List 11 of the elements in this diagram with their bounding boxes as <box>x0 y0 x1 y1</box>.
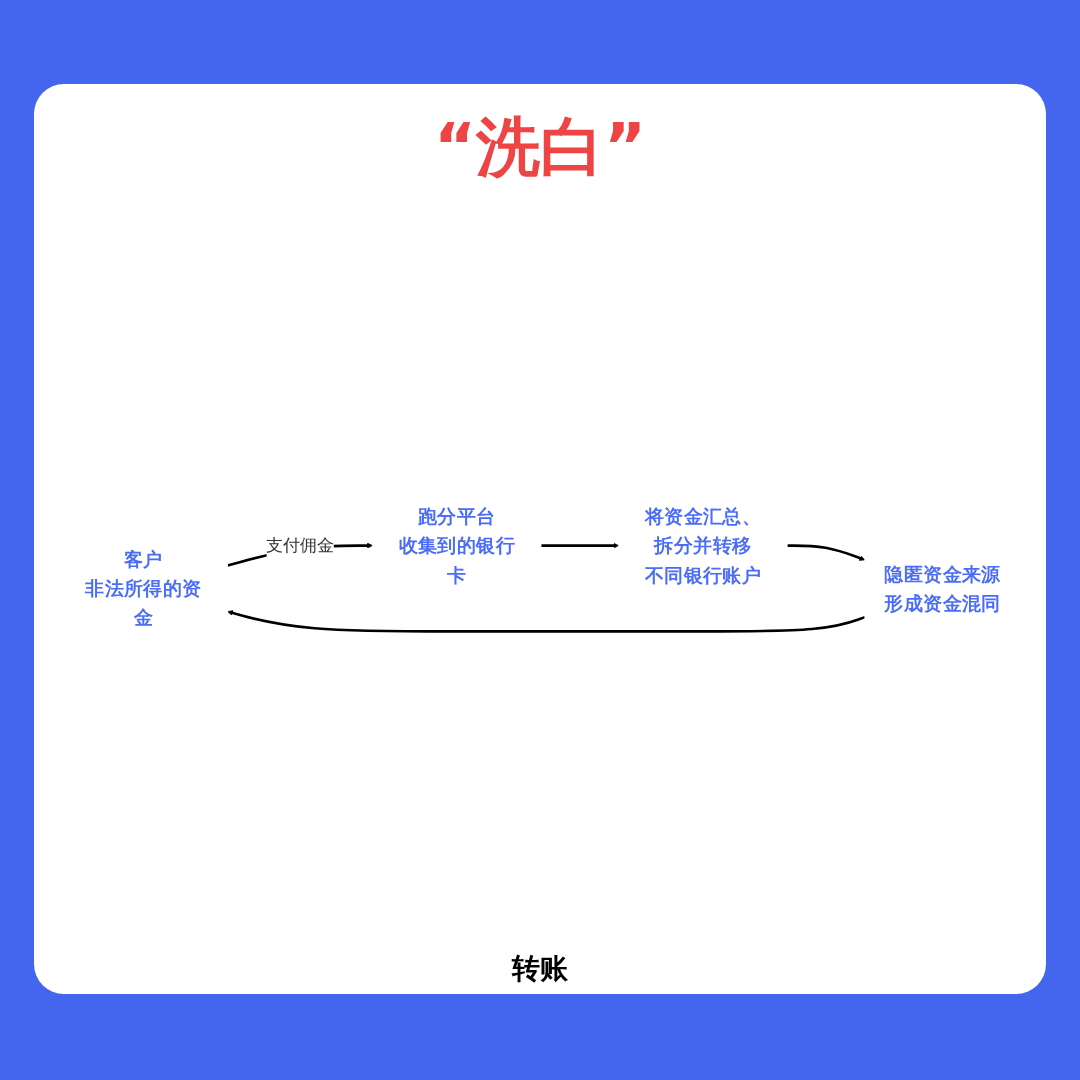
node-text: 隐匿资金来源 形成资金混同 <box>884 563 1002 615</box>
arrow <box>227 610 866 634</box>
arrow <box>787 544 866 562</box>
note-label: 转账 <box>512 952 568 985</box>
node-text: 跑分平台 收集到的银行卡 <box>398 505 516 587</box>
title: “洗白” <box>433 109 647 186</box>
node-text: 客户 非法所得的资金 <box>85 548 202 630</box>
node-text: 将资金汇总、拆分并转移 不同银行账户 <box>644 505 762 587</box>
card-background: “洗白” 支付佣金 客户 非法所得的资金 跑分平台 收集到的银行卡 将资金汇总、拆分并转移 不同银行账户 隐匿资金来源 形成资金混同 转账 <box>34 84 1046 994</box>
edge-label: 支付佣金 <box>266 536 335 556</box>
arrow <box>541 543 620 549</box>
